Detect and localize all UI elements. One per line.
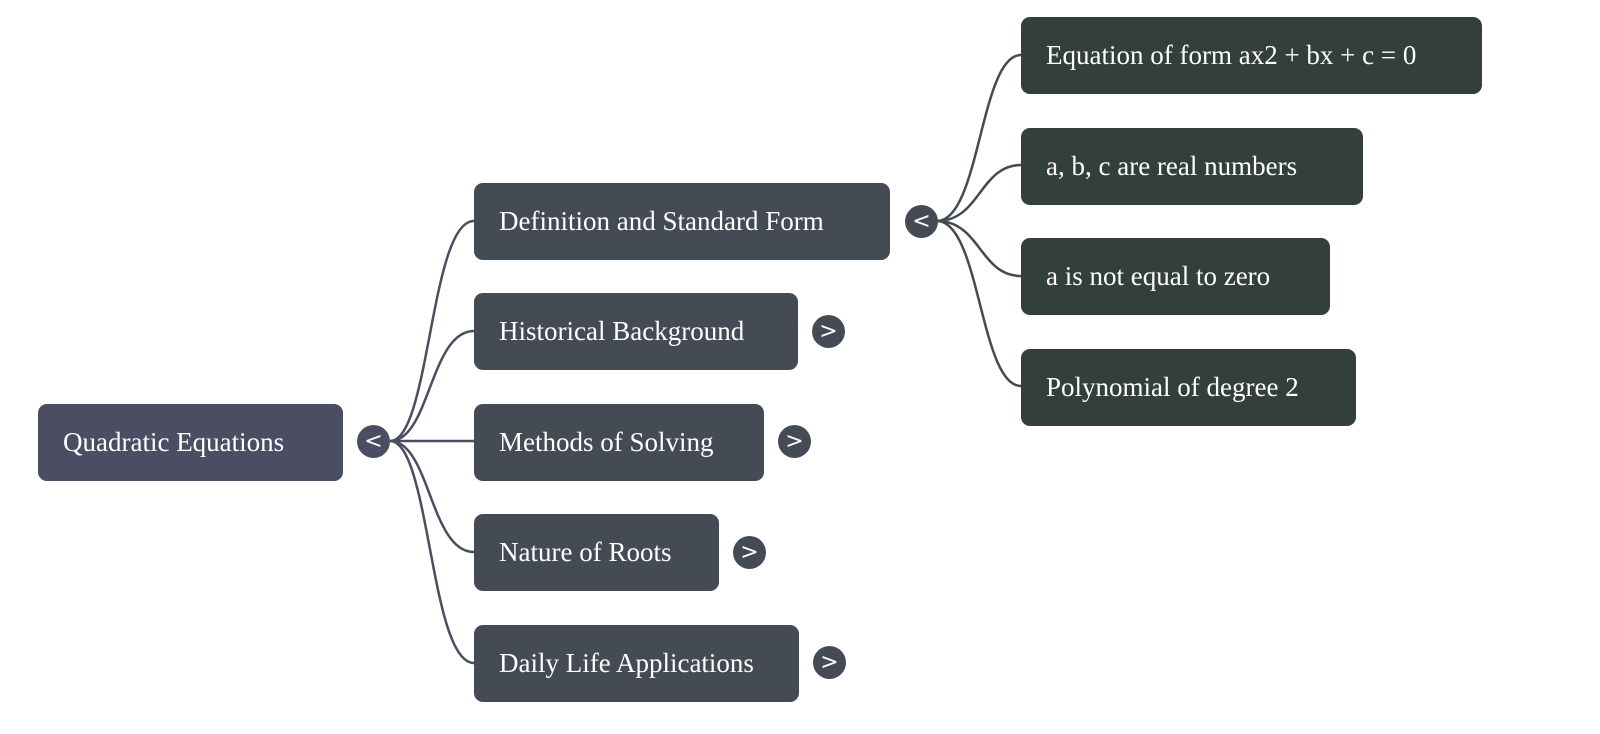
edge-root-historical (389, 329, 475, 443)
node-nature-of-roots[interactable]: Nature of Roots (474, 514, 719, 591)
node-label: Methods of Solving (499, 427, 714, 457)
expand-toggle-historical[interactable]: > (812, 315, 845, 348)
node-definition-standard-form[interactable]: Definition and Standard Form (474, 183, 890, 260)
chevron-left-icon: < (912, 208, 931, 234)
node-real-numbers[interactable]: a, b, c are real numbers (1021, 128, 1363, 205)
chevron-right-icon: > (785, 428, 804, 454)
node-methods-of-solving[interactable]: Methods of Solving (474, 404, 764, 481)
node-label: Historical Background (499, 316, 745, 346)
node-label: Equation of form ax2 + bx + c = 0 (1046, 40, 1417, 70)
expand-toggle-daily[interactable]: > (813, 646, 846, 679)
chevron-right-icon: > (820, 649, 839, 675)
root-node[interactable]: Quadratic Equations (38, 404, 343, 481)
node-label: Definition and Standard Form (499, 206, 824, 236)
node-polynomial-degree[interactable]: Polynomial of degree 2 (1021, 349, 1356, 426)
root-node-label: Quadratic Equations (63, 427, 285, 457)
edge-root-nature (389, 439, 475, 554)
edge-definition-real (936, 163, 1022, 223)
node-label: Daily Life Applications (499, 648, 754, 678)
node-equation-form[interactable]: Equation of form ax2 + bx + c = 0 (1021, 17, 1482, 94)
node-label: Polynomial of degree 2 (1046, 372, 1299, 402)
node-historical-background[interactable]: Historical Background (474, 293, 798, 370)
node-a-not-zero[interactable]: a is not equal to zero (1021, 238, 1330, 315)
edge-definition-equation (936, 53, 1022, 223)
edge-root-definition (389, 219, 475, 443)
edge-definition-notzero (936, 219, 1022, 278)
chevron-left-icon: < (364, 428, 383, 454)
node-label: a is not equal to zero (1046, 261, 1271, 291)
chevron-right-icon: > (819, 318, 838, 344)
collapse-toggle-root[interactable]: < (357, 425, 390, 458)
collapse-toggle-definition[interactable]: < (905, 205, 938, 238)
edge-root-daily (389, 439, 475, 665)
node-daily-life-applications[interactable]: Daily Life Applications (474, 625, 799, 702)
edge-definition-degree (936, 219, 1022, 388)
node-label: a, b, c are real numbers (1046, 151, 1298, 181)
expand-toggle-nature[interactable]: > (733, 536, 766, 569)
chevron-right-icon: > (740, 539, 759, 565)
expand-toggle-methods[interactable]: > (778, 425, 811, 458)
node-label: Nature of Roots (499, 537, 672, 567)
